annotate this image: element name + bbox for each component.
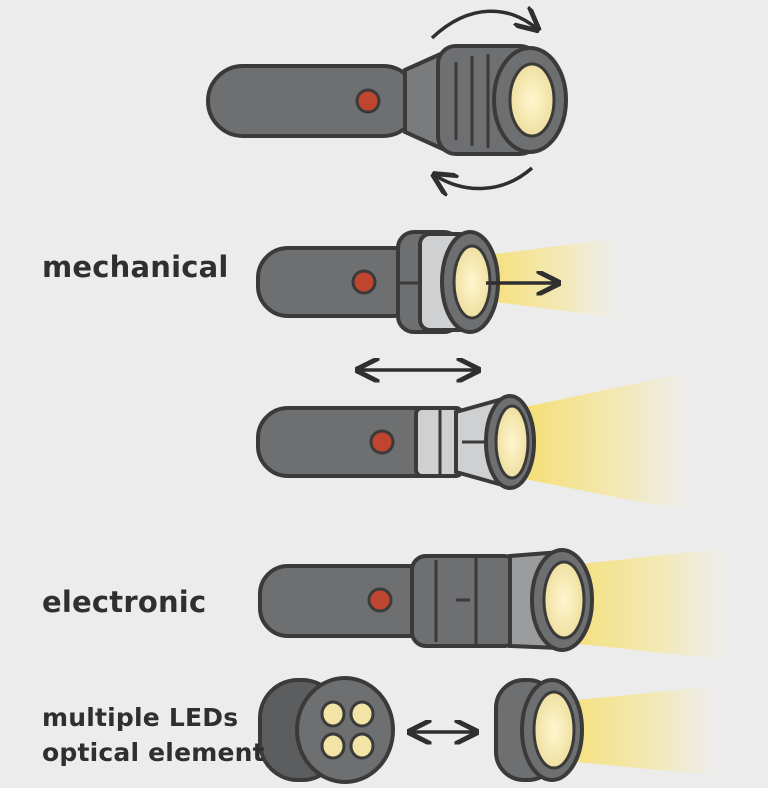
- light-beam: [520, 372, 690, 512]
- light-beam: [480, 238, 620, 318]
- multiple-leds-head: [258, 676, 395, 784]
- led-4: [349, 732, 375, 760]
- rotate-arrow-icon: [436, 166, 534, 189]
- label-electronic: electronic: [42, 585, 207, 619]
- lens: [494, 404, 530, 480]
- led-1: [320, 700, 346, 728]
- lens: [532, 690, 576, 770]
- optical-element-head: [494, 678, 720, 782]
- lens: [542, 560, 586, 640]
- power-button: [367, 587, 393, 613]
- rotate-arrow-icon: [430, 11, 536, 40]
- power-button: [355, 88, 381, 114]
- label-mechanical: mechanical: [42, 250, 229, 284]
- power-button: [369, 429, 395, 455]
- light-beam: [560, 548, 730, 660]
- flashlight-rotating: [206, 11, 568, 189]
- power-button: [351, 269, 377, 295]
- label-optical-element: optical element: [42, 738, 265, 767]
- led-3: [320, 732, 346, 760]
- flashlight-mechanical: [256, 230, 620, 334]
- lens: [508, 62, 556, 138]
- light-beam: [556, 686, 720, 776]
- led-2: [349, 700, 375, 728]
- flashlight-body: [206, 64, 420, 138]
- lens: [452, 244, 492, 320]
- led-face: [295, 676, 395, 784]
- flashlight-electronic: [258, 548, 730, 660]
- label-multiple-leds: multiple LEDs: [42, 703, 239, 732]
- label-led-optics: multiple LEDs optical element: [42, 700, 265, 770]
- flashlight-mechanical-wide: [256, 372, 690, 512]
